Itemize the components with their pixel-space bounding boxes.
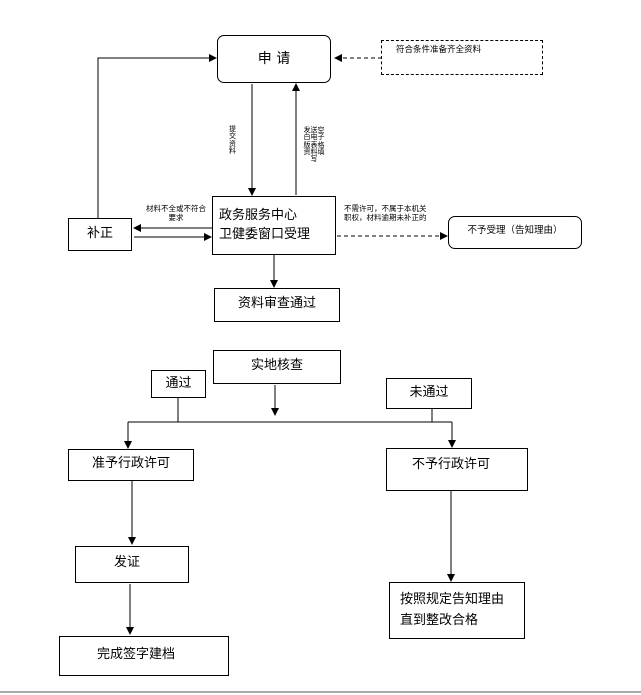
node-rectify-line-2: 直到整改合格 (400, 613, 479, 628)
node-reject-label: 不予受理（告知理由） (467, 225, 563, 236)
node-pass-label: 通过 (165, 376, 192, 391)
send-form-line-4: 资料填 (303, 148, 325, 157)
send-form-line-3: 版表格 (303, 140, 325, 149)
incomplete-line-1: 材料不全或不符合 (146, 204, 206, 213)
node-approve: 准予行政许可 (68, 449, 194, 481)
node-supplement: 补正 (68, 218, 132, 251)
edge-supplement-to-apply (97, 54, 217, 218)
node-window-line-1: 政务服务中心 (219, 208, 298, 223)
node-rectify: 按照规定告知理由 直到整改合格 (389, 582, 525, 639)
node-apply: 申 请 (217, 35, 331, 83)
node-supplement-label: 补正 (86, 226, 113, 241)
node-window-line-2: 卫健委窗口受理 (219, 227, 311, 242)
send-form-line-1: 发送空 (303, 126, 325, 134)
node-certify-label: 发证 (114, 555, 141, 570)
node-apply-label: 申 请 (257, 51, 291, 67)
node-inspect-label: 实地核查 (250, 358, 303, 373)
node-review-label: 资料审查通过 (237, 296, 316, 311)
node-archive: 完成签字建档 (59, 636, 229, 676)
send-form-line-2: 白电子 (303, 133, 325, 142)
node-deny: 不予行政许可 (386, 448, 528, 491)
node-reject: 不予受理（告知理由） (448, 216, 582, 249)
incomplete-line-2: 要求 (168, 212, 184, 222)
node-approve-label: 准予行政许可 (91, 456, 170, 471)
node-prepare: 符合条件准备齐全资料 (381, 40, 543, 75)
node-review: 资料审查通过 (214, 288, 340, 322)
node-pass: 通过 (151, 370, 206, 398)
node-inspect: 实地核查 (213, 350, 341, 384)
node-rectify-line-1: 按照规定告知理由 (400, 592, 505, 607)
node-fail: 未通过 (386, 378, 472, 409)
node-deny-label: 不予行政许可 (412, 457, 491, 472)
edge-label-send-form: 发送空 白电子 版表格 资料填 写 (299, 126, 329, 164)
edge-label-submit: 提交资料 (229, 125, 236, 156)
node-prepare-label: 符合条件准备齐全资料 (396, 45, 482, 55)
not-permit-line-2: 职权，材料逾期未补正的 (344, 212, 427, 222)
send-form-line-5: 写 (310, 155, 318, 164)
edge-label-incomplete: 材料不全或不符合 要求 (140, 204, 212, 222)
not-permit-line-1: 不需许可，不属于本机关 (344, 204, 427, 213)
edge-label-not-permit: 不需许可，不属于本机关 职权，材料逾期未补正的 (344, 204, 427, 222)
node-certify: 发证 (75, 546, 189, 583)
node-fail-label: 未通过 (409, 385, 449, 400)
node-archive-label: 完成签字建档 (97, 647, 176, 662)
node-window: 政务服务中心 卫健委窗口受理 (212, 196, 336, 255)
